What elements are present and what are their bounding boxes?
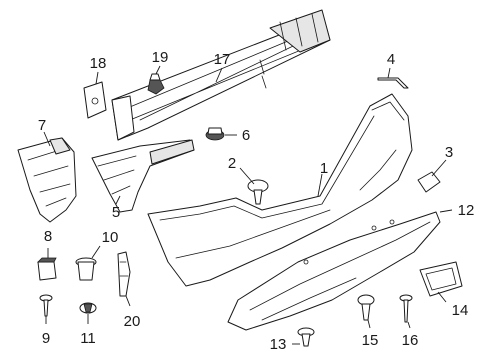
callout-7: 7 [38, 117, 46, 134]
callout-2: 2 [228, 155, 236, 172]
callout-18: 18 [90, 55, 107, 72]
callout-15: 15 [362, 332, 379, 349]
bracket-plate [83, 81, 107, 119]
callout-3: 3 [445, 144, 453, 161]
callout-8: 8 [44, 228, 52, 245]
callout-13: 13 [270, 336, 287, 353]
bumper-cover [147, 93, 413, 287]
callout-6: 6 [242, 127, 250, 144]
reinforcement-beam [111, 9, 331, 141]
callout-14: 14 [452, 302, 469, 319]
lower-diffuser [227, 211, 441, 331]
screw-16 [399, 294, 413, 323]
screw-9 [39, 294, 53, 317]
callout-17: 17 [214, 51, 231, 68]
expansion-nut-10 [75, 257, 97, 281]
callout-11: 11 [80, 330, 96, 347]
push-nut-11 [79, 302, 97, 314]
screw-13 [297, 327, 315, 347]
callout-4: 4 [387, 51, 395, 68]
callout-20: 20 [124, 313, 141, 330]
guide-bracket-left [17, 137, 77, 223]
center-bracket [91, 139, 195, 213]
callout-12: 12 [458, 202, 475, 219]
trim-cover [419, 261, 463, 297]
clip-strip [377, 77, 409, 89]
callout-labels: 1 2 3 4 5 6 7 8 9 10 11 12 13 14 15 16 1… [38, 49, 475, 353]
leader-lines [43, 65, 453, 345]
slim-strip [117, 251, 131, 297]
callout-9: 9 [42, 330, 50, 347]
side-bracket-3 [417, 171, 441, 193]
callout-10: 10 [102, 229, 119, 246]
callout-1: 1 [320, 160, 328, 177]
screw-15 [357, 294, 375, 321]
callout-16: 16 [402, 332, 419, 349]
clip-nut-8 [37, 257, 57, 281]
callout-19: 19 [152, 49, 169, 66]
nut-19 [147, 73, 165, 95]
nut-6 [205, 127, 225, 141]
push-clip [247, 179, 269, 205]
callout-5: 5 [112, 204, 120, 221]
